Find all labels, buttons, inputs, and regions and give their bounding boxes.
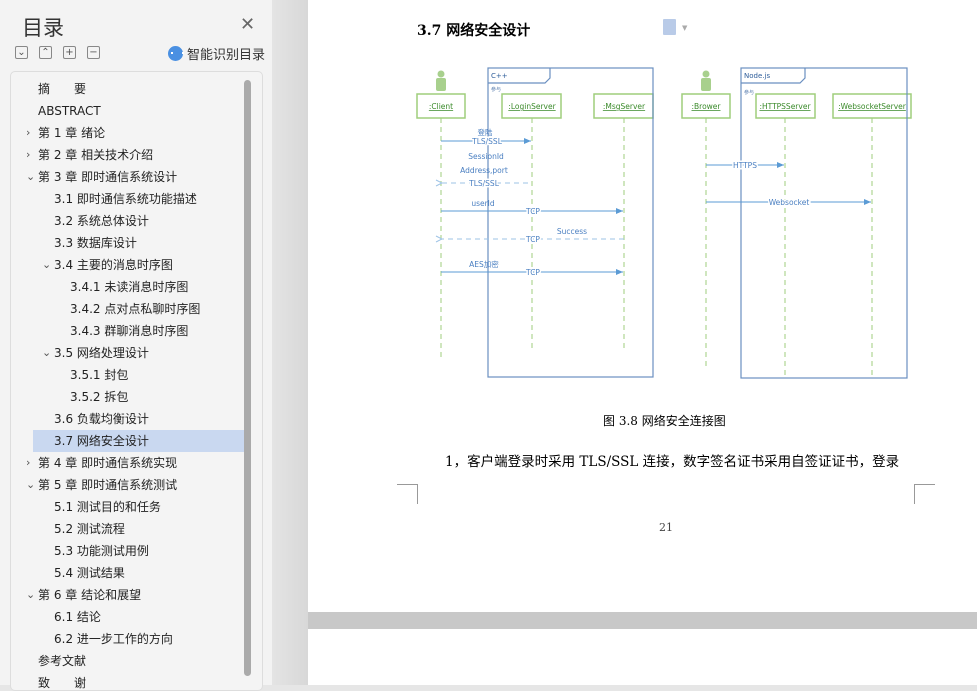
body-paragraph: 1，客户端登录时采用 TLS/SSL 连接，数字签名证书采用自签证证书，登录 <box>445 454 900 470</box>
smart-toc-label: 智能识别目录 <box>187 48 266 63</box>
toc-item-label: 5.2 测试流程 <box>54 522 125 536</box>
document-icon[interactable] <box>663 19 676 35</box>
toc-item[interactable]: › 第 2 章 相关技术介绍 <box>11 144 244 166</box>
next-page <box>308 629 977 685</box>
add-level-button[interactable]: + <box>63 46 76 59</box>
smart-icon <box>168 46 184 61</box>
toc-item[interactable]: 3.1 即时通信系统功能描述 <box>11 188 244 210</box>
page-number: 21 <box>659 521 673 534</box>
toc-item[interactable]: 致 谢 <box>11 672 244 690</box>
toc-item[interactable]: › 第 1 章 绪论 <box>11 122 244 144</box>
chevron-down-icon[interactable]: ⌄ <box>42 258 52 271</box>
toc-item[interactable]: 3.5.2 拆包 <box>11 386 244 408</box>
toc-item-label: ABSTRACT <box>38 104 101 118</box>
sidebar-title: 目录 <box>22 16 64 40</box>
toc-item[interactable]: 摘 要 <box>11 78 244 100</box>
toc-item[interactable]: 5.2 测试流程 <box>11 518 244 540</box>
toc-item[interactable]: ⌄第 5 章 即时通信系统测试 <box>11 474 244 496</box>
sidebar-splitter <box>272 0 308 685</box>
toc-item-label: 3.4 主要的消息时序图 <box>54 258 173 272</box>
figure-caption: 图 3.8 网络安全连接图 <box>603 414 726 428</box>
toc-item-label: 3.2 系统总体设计 <box>54 214 149 228</box>
toc-item[interactable]: 3.6 负载均衡设计 <box>11 408 244 430</box>
toc-item-label: 3.1 即时通信系统功能描述 <box>54 192 197 206</box>
chevron-right-icon[interactable]: › <box>26 148 31 161</box>
toc-item[interactable]: ⌄第 3 章 即时通信系统设计 <box>11 166 244 188</box>
toc-item-label: 第 6 章 结论和展望 <box>38 588 142 602</box>
toc-item[interactable]: ⌄3.5 网络处理设计 <box>11 342 244 364</box>
toc-item[interactable]: 5.3 功能测试用例 <box>11 540 244 562</box>
scrollbar[interactable] <box>244 80 251 676</box>
toc-item-label: 5.1 测试目的和任务 <box>54 500 161 514</box>
page-corner-mark <box>914 484 935 504</box>
chevron-down-icon[interactable]: ⌄ <box>26 588 36 601</box>
toc-item[interactable]: 3.5.1 封包 <box>11 364 244 386</box>
toc-item[interactable]: 5.1 测试目的和任务 <box>11 496 244 518</box>
dropdown-arrow-icon[interactable]: ▼ <box>682 24 688 32</box>
toc-sidebar: 目录 ✕ ⌄ ⌃ + − 智能识别目录 摘 要 ABSTRACT › 第 1 章 绪论… <box>0 0 272 691</box>
section-heading: 3.7 网络安全设计 <box>417 23 531 39</box>
toc-item[interactable]: ABSTRACT <box>11 100 244 122</box>
toc-item-label: 3.3 数据库设计 <box>54 236 137 250</box>
toc-item[interactable]: ⌄3.4 主要的消息时序图 <box>11 254 244 276</box>
toc-item-label: 3.5.1 封包 <box>70 368 129 382</box>
toc-item[interactable]: › 第 4 章 即时通信系统实现 <box>11 452 244 474</box>
toc-item-label: 6.2 进一步工作的方向 <box>54 632 173 646</box>
toc-item[interactable]: 3.4.3 群聊消息时序图 <box>11 320 244 342</box>
close-icon[interactable]: ✕ <box>240 14 256 35</box>
toc-item-label: 摘 要 <box>38 82 87 96</box>
toc-item-label: 第 1 章 绪论 <box>38 126 106 140</box>
toc-item[interactable]: ⌄第 6 章 结论和展望 <box>11 584 244 606</box>
toc-item[interactable]: 参考文献 <box>11 650 244 672</box>
toc-item-label: 5.3 功能测试用例 <box>54 544 149 558</box>
chevron-right-icon[interactable]: › <box>26 456 31 469</box>
collapse-all-button[interactable]: ⌄ <box>15 46 28 59</box>
toc-item[interactable]: 3.7 网络安全设计 <box>33 430 244 452</box>
remove-level-button[interactable]: − <box>87 46 100 59</box>
toc-item-label: 3.4.3 群聊消息时序图 <box>70 324 189 338</box>
chevron-down-icon[interactable]: ⌄ <box>26 170 36 183</box>
toc-item[interactable]: 3.4.1 未读消息时序图 <box>11 276 244 298</box>
toc-item-label: 第 4 章 即时通信系统实现 <box>38 456 178 470</box>
toc-item-label: 参考文献 <box>38 654 87 668</box>
toc-item-label: 致 谢 <box>38 676 87 690</box>
toc-item[interactable]: 5.4 测试结果 <box>11 562 244 584</box>
expand-all-button[interactable]: ⌃ <box>39 46 52 59</box>
page-corner-mark <box>397 484 418 504</box>
toc-item-label: 3.5 网络处理设计 <box>54 346 149 360</box>
chevron-down-icon[interactable]: ⌄ <box>26 478 36 491</box>
toc-item-label: 3.4.1 未读消息时序图 <box>70 280 189 294</box>
document-page: ▼ <box>308 0 977 612</box>
toc-item-label: 3.5.2 拆包 <box>70 390 129 404</box>
toc-item-label: 第 2 章 相关技术介绍 <box>38 148 154 162</box>
toc-item-label: 3.7 网络安全设计 <box>54 434 149 448</box>
toc-item[interactable]: 3.3 数据库设计 <box>11 232 244 254</box>
toc-item[interactable]: 6.2 进一步工作的方向 <box>11 628 244 650</box>
toc-item-label: 第 3 章 即时通信系统设计 <box>38 170 178 184</box>
chevron-down-icon[interactable]: ⌄ <box>42 346 52 359</box>
toc-item[interactable]: 3.2 系统总体设计 <box>11 210 244 232</box>
toc-item-label: 3.4.2 点对点私聊时序图 <box>70 302 201 316</box>
toc-item-label: 第 5 章 即时通信系统测试 <box>38 478 178 492</box>
toc-item-label: 6.1 结论 <box>54 610 101 624</box>
toc-item[interactable]: 3.4.2 点对点私聊时序图 <box>11 298 244 320</box>
chevron-right-icon[interactable]: › <box>26 126 31 139</box>
toc-item-label: 5.4 测试结果 <box>54 566 125 580</box>
toc-item-label: 3.6 负载均衡设计 <box>54 412 149 426</box>
toc-item[interactable]: 6.1 结论 <box>11 606 244 628</box>
page-gap <box>308 612 977 629</box>
smart-toc-button[interactable]: 智能识别目录 <box>168 44 265 63</box>
